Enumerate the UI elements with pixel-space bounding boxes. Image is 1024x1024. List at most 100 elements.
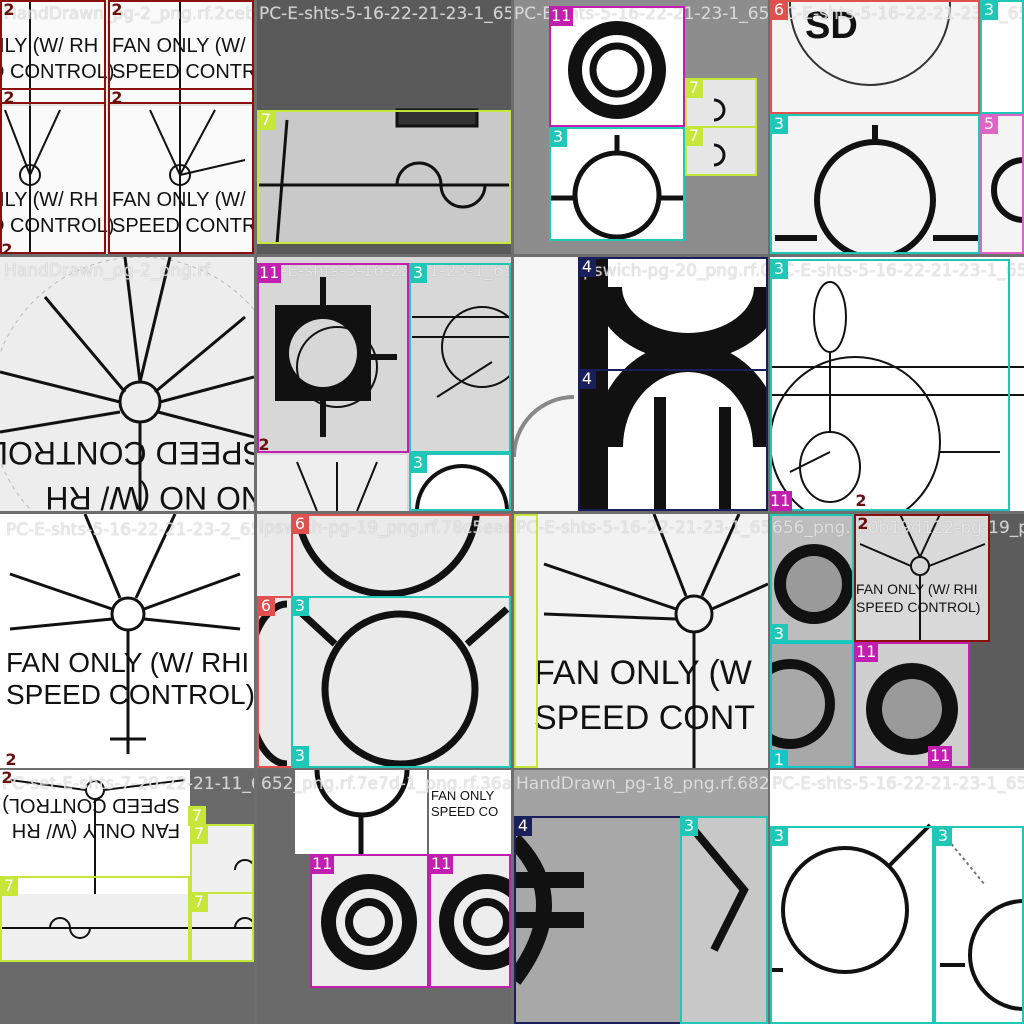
tile-filename: HandDrawn_pg-2_png.rf [4,261,211,281]
bbox-class-4: 4 [578,257,768,371]
bbox-class-3: 3 [549,127,685,241]
svg-text:SPEED CONTROL): SPEED CONTROL) [112,61,254,83]
tile-filename: HandDrawn_pg-18_png.rf.682a58d7f652e0ea4… [516,774,768,794]
bbox-class-4: 4 [514,816,682,1024]
bbox-class-3: 3 [770,114,980,254]
bbox-class-6: 6 [291,514,511,598]
bbox-class-3: 3 [934,826,1024,1024]
bbox-class-7: 7 [514,514,538,768]
bbox-class-6: 6 [257,596,293,768]
bbox-class-3: 3 [770,826,934,1024]
bbox-class-11: 11 [310,854,429,988]
bbox-class-3: 3 [291,596,511,768]
circle-symbol-icon [770,823,1024,1011]
bbox-class-11: 11 [928,746,953,766]
bbox-class-3: 3 [409,263,511,453]
svg-text:SPEED CONT: SPEED CONT [534,699,755,737]
tile-filename: 656_png.rf.0b19d122-pg-19_png.rf [772,518,1024,538]
mosaic-tile-7: Ipswich-pg-20_png.rf.0ae2 4 4 [514,257,768,511]
svg-text:NO NO (W/ RH: NO NO (W/ RH [45,480,254,511]
bbox-class-7: 7 [0,876,190,962]
bbox-class-2: 2 [258,435,270,454]
panel-symbol-icon [514,816,768,1024]
bbox-class-11: 11 [429,854,511,988]
svg-text:NLY (W/ RH: NLY (W/ RH [0,189,98,211]
mosaic-tile-4: SD PC-E-shts-5-16-22-21-23-1_656_png.rf.… [770,0,1024,254]
bbox-class-3: 3 [770,259,1010,511]
bbox-class-7: 7 [190,824,254,894]
bbox-class-2: 2 [0,0,106,104]
bbox-class-2: 2 [5,750,17,768]
bbox-class-2: 2 [1,240,13,254]
bbox-class-3: 3 [770,514,854,644]
bbox-class-7: 7 [685,126,757,176]
bbox-class-6: 6 [770,0,980,114]
tile-filename: PC-set-E-shts-7-20-22-21-11_652_png.rf [2,774,254,794]
bbox-class-5: 5 [980,114,1024,254]
bbox-class-2: 2 [108,0,254,104]
bbox-class-11: 11 [257,263,409,453]
tile-filename: PC-E-shts-5-16-22-21-23-1_656_png.rf.657… [514,4,768,24]
mosaic-tile-8: PC-E-shts-5-16-22-21-23-1_656_png.rf.48f… [770,257,1024,511]
bbox-class-7: 7 [190,892,254,962]
large-symbol-icon [514,257,768,511]
svg-text:FAN ONLY (W/ RH: FAN ONLY (W/ RH [112,35,254,57]
bbox-class-3: 3 [409,453,511,511]
bbox-class-4: 4 [578,369,768,511]
svg-text:SPEED CONTROL): SPEED CONTROL) [6,679,254,710]
wire-symbol-icon [257,108,511,245]
svg-text:SPEED CONTROL): SPEED CONTROL) [2,794,180,816]
tile-filename: HandDrawn_pg-2_png.rf.2ceb4c2a00cde1b3 [4,4,254,24]
bbox-class-2: 2 [855,491,867,510]
svg-text:FAN ONLY (W: FAN ONLY (W [534,654,752,692]
fan-symbol-icon: FAN ONLY (W SPEED CONT [534,514,768,768]
mosaic-tile-5: NO NO (W/ RH SPEED CONTROL HandDrawn_pg-2… [0,257,254,511]
bbox-class-3: 3 [980,0,1024,114]
bbox-class-3: 3 [291,746,313,768]
bbox-class-7: 7 [188,806,210,828]
bbox-class-11: 11 [770,491,793,511]
fan-symbol-icon [770,281,1024,511]
mosaic-tile-10: Ipswich-pg-19_png.rf.78c5eae1 7 6 6 3 3 [257,514,511,768]
mosaic-tile-2: PC-E-shts-5-16-22-21-23-1_656_png.rf.785… [257,0,511,254]
svg-text:SPEED CONTROL: SPEED CONTROL [0,435,254,471]
bbox-class-2: 2 [427,770,447,772]
mosaic-tile-3: PC-E-shts-5-16-22-21-23-1_656_png.rf.657… [514,0,768,254]
mosaic-tile-15: HandDrawn_pg-18_png.rf.682a58d7f652e0ea4… [514,770,768,1024]
svg-text:SD: SD [805,5,858,47]
bbox-class-7: 7 [257,110,511,244]
tile-filename: PC-E-shts-5-16-22-21-23-1_656_png.rf.48f… [772,261,1024,281]
tile-filename: PC-E-shts-5-16-22-21-23-1_656_png.rf.785… [259,4,511,24]
bbox-class-2: 2 [108,88,254,254]
bbox-class-11: 11 [854,642,970,768]
bbox-class-3: 3 [680,816,768,1024]
bbox-class-2: 2 [854,514,990,642]
svg-text:FAN ONLY: FAN ONLY [431,788,495,803]
circle-symbol-icon [550,6,756,240]
tile-filename: Ipswich-pg-20_png.rf.0ae2 [578,261,768,281]
svg-text:D CONTROL): D CONTROL) [0,61,114,83]
svg-text:SPEED CONTROL): SPEED CONTROL) [856,599,980,615]
bbox-class-2: 2 [1,770,13,787]
bbox-class-1: 1 [770,642,854,768]
bbox-class-7: 7 [685,78,757,128]
mosaic-tile-6: PC-E-shts-5-16-22-21-23-1_656_png.rf.7a0… [257,257,511,511]
svg-text:SPEED CO: SPEED CO [431,804,498,819]
svg-text:D CONTROL): D CONTROL) [0,215,114,237]
tile-filename: Ipswich-pg-19_png.rf.78c5eae1 [259,518,511,538]
tile-filename: PC-E-shts-5-16-22-21-23-1_656_png.rf.7a0… [259,261,511,281]
tile-filename: PC-E-shts-5-16-22-21-23-1_656_png.rf.4d8… [774,4,1024,24]
bbox-class-11: 11 [549,6,685,127]
mosaic-tile-16: PC-E-shts-5-16-22-21-23-1_656_png.rf.927… [770,770,1024,1024]
bbox-class-2: 2 [0,88,106,254]
bbox-class-7: 7 [257,514,293,516]
fan-symbol-icon: NO NO (W/ RH SPEED CONTROL [0,257,254,511]
